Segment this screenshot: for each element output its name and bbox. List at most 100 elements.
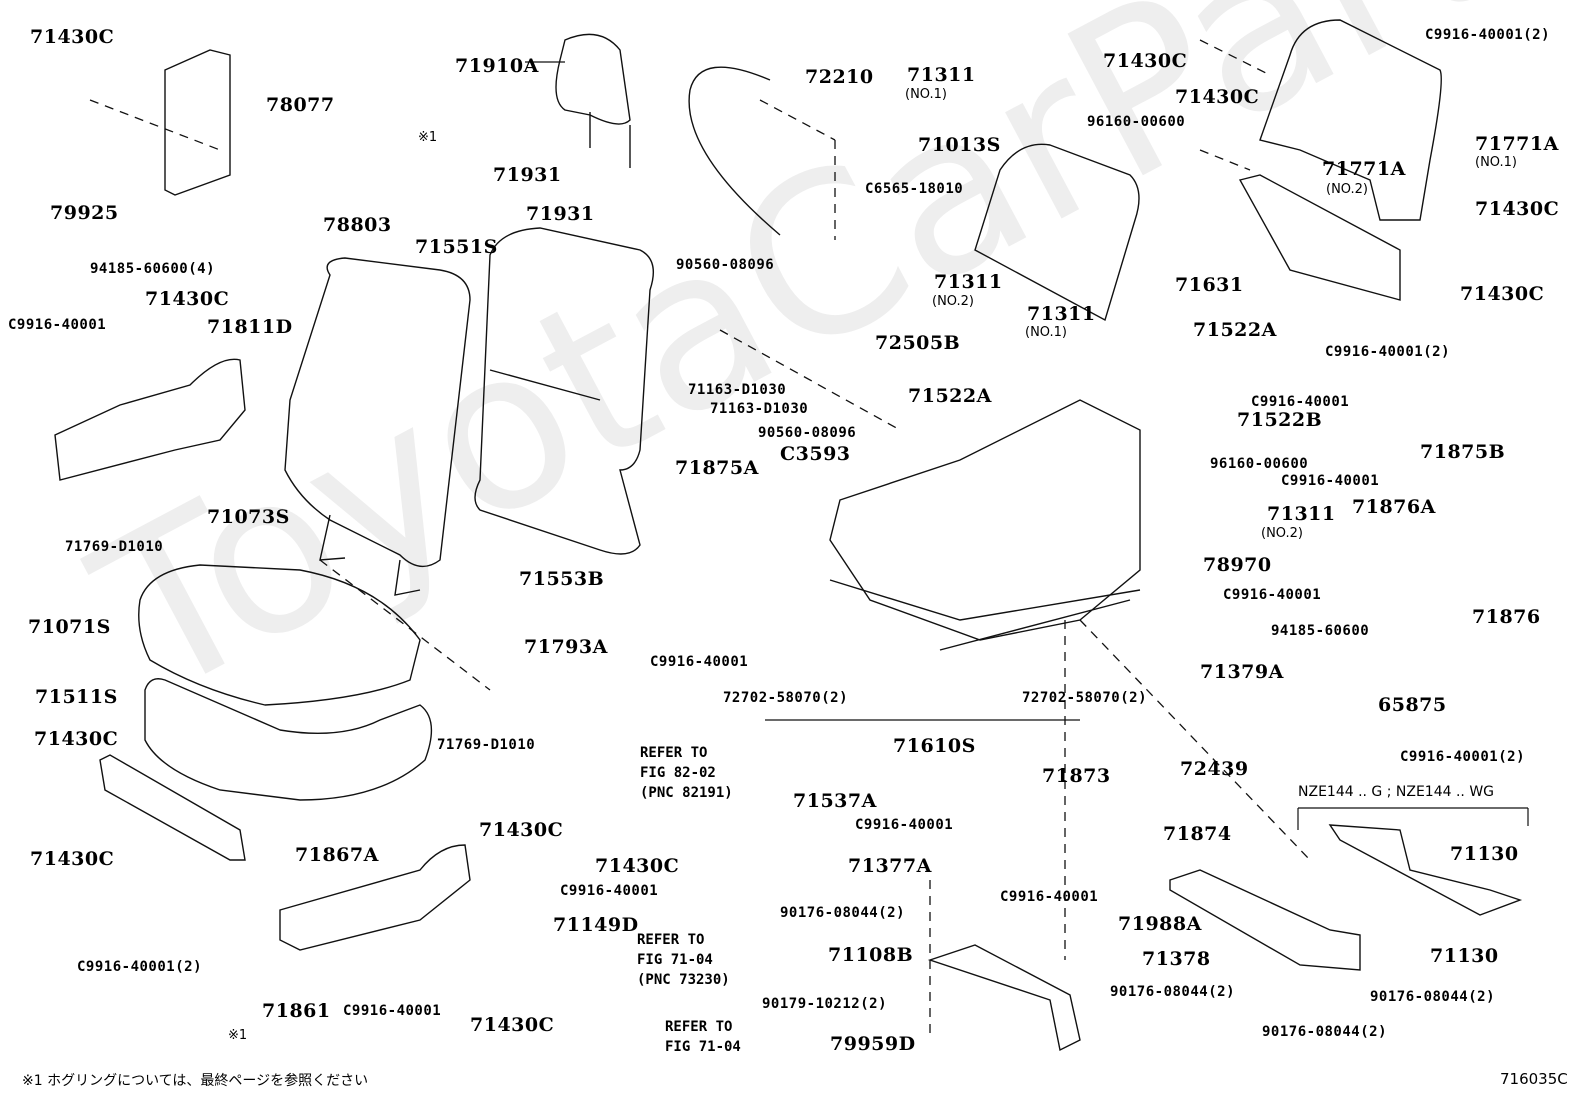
headrest-drawing[interactable] [525,33,631,168]
part-label[interactable]: 71108B [828,944,914,966]
part-label[interactable]: 90179-10212(2) [762,996,888,1012]
part-label[interactable]: 71378 [1142,948,1211,970]
part-label[interactable]: 71430C [1475,198,1560,220]
part-label[interactable]: C9916-40001 [8,317,107,333]
part-label[interactable]: 94185-60600(4) [90,261,216,277]
part-label[interactable]: 71430C [1175,86,1260,108]
part-label[interactable]: 90560-08096 [676,257,775,273]
part-label[interactable]: C9916-40001(2) [1325,344,1451,360]
part-label[interactable]: 71553B [519,568,605,590]
part-label[interactable]: 71430C [1460,283,1545,305]
part-label[interactable]: 71522A [1193,319,1277,341]
part-label[interactable]: C9916-40001(2) [77,959,203,975]
seat-cushion-pad-drawing[interactable] [144,678,433,801]
part-label[interactable]: C9916-40001 [855,817,954,833]
part-label[interactable]: C6565-18010 [865,181,964,197]
part-label[interactable]: 65875 [1378,694,1447,716]
part-label[interactable]: 90176-08044(2) [780,905,906,921]
part-label[interactable]: 71071S [28,616,111,638]
part-label[interactable]: C9916-40001 [1223,587,1322,603]
part-label[interactable]: 71769-D1010 [65,539,164,555]
part-label[interactable]: C9916-40001 [1281,473,1380,489]
part-label[interactable]: 72210 [805,66,874,88]
rail-71130-lower-drawing[interactable] [1169,869,1361,971]
part-label[interactable]: 71430C [479,819,564,841]
part-label[interactable]: 79959D [830,1033,916,1055]
part-label[interactable]: 71771A [1322,158,1406,180]
front-cover-71867a-drawing[interactable] [99,754,246,861]
part-label[interactable]: C3593 [780,443,851,465]
part-label[interactable]: 71861 [262,1000,331,1022]
part-label[interactable]: 71867A [295,844,379,866]
part-label[interactable]: 71013S [918,134,1001,156]
part-label[interactable]: 96160-00600 [1210,456,1309,472]
part-label[interactable]: 71377A [848,855,932,877]
part-label[interactable]: 71430C [145,288,230,310]
part-label[interactable]: 71511S [35,686,118,708]
part-label[interactable]: 71430C [595,855,680,877]
part-label[interactable]: 71875B [1420,441,1506,463]
part-label[interactable]: 90176-08044(2) [1262,1024,1388,1040]
rail-71130-upper-drawing[interactable] [1328,824,1523,916]
part-label[interactable]: C9916-40001(2) [1425,27,1551,43]
seat-cushion-drawing[interactable] [138,564,421,706]
part-label[interactable]: 71311 [1267,503,1336,525]
part-label[interactable]: C9916-40001 [1251,394,1350,410]
part-label[interactable]: 71379A [1200,661,1284,683]
part-label[interactable]: 72439 [1180,758,1249,780]
part-label[interactable]: 71876A [1352,496,1436,518]
part-label[interactable]: 71311 [907,64,976,86]
part-label[interactable]: 71311 [1027,303,1096,325]
part-label[interactable]: 72505B [875,332,961,354]
part-label[interactable]: 90176-08044(2) [1370,989,1496,1005]
part-label[interactable]: C9916-40001(2) [1400,749,1526,765]
part-label[interactable]: 71130 [1450,843,1519,865]
part-label[interactable]: 71430C [30,26,115,48]
part-label[interactable]: 79925 [50,202,119,224]
part-label[interactable]: 71793A [524,636,608,658]
part-label[interactable]: 90560-08096 [758,425,857,441]
seat-back-frame-drawing[interactable] [284,257,471,596]
part-label[interactable]: 71522A [908,385,992,407]
reference-note[interactable]: REFER TO FIG 71-04 (PNC 73230) [637,932,730,988]
part-label[interactable]: 96160-00600 [1087,114,1186,130]
part-label[interactable]: 71931 [526,203,595,225]
part-label[interactable]: 71149D [553,914,639,936]
part-label[interactable]: 71874 [1163,823,1232,845]
part-label[interactable]: 90176-08044(2) [1110,984,1236,1000]
seat-back-cover-drawing[interactable] [474,227,654,555]
part-label[interactable]: 71522B [1237,409,1323,431]
cable-drawing[interactable] [688,66,781,236]
part-label[interactable]: 71130 [1430,945,1499,967]
part-label[interactable]: C9916-40001 [650,654,749,670]
part-label[interactable]: 71811D [207,316,293,338]
part-label[interactable]: 71910A [455,55,539,77]
part-label[interactable]: 71073S [207,506,290,528]
part-label[interactable]: 78970 [1203,554,1272,576]
part-label[interactable]: 72702-58070(2) [723,690,849,706]
part-label[interactable]: 71988A [1118,913,1202,935]
part-label[interactable]: 94185-60600 [1271,623,1370,639]
part-label[interactable]: 71430C [1103,50,1188,72]
part-label[interactable]: C9916-40001 [1000,889,1099,905]
part-label[interactable]: 71430C [470,1014,555,1036]
seatback-frame-71013s-drawing[interactable] [974,143,1140,322]
part-label[interactable]: 71311 [934,271,1003,293]
part-label[interactable]: 71769-D1010 [437,737,536,753]
part-label[interactable]: 72702-58070(2) [1022,690,1148,706]
side-cover-71861-drawing[interactable] [279,844,471,951]
reference-note[interactable]: REFER TO FIG 82-02 (PNC 82191) [640,745,733,801]
part-label[interactable]: 71551S [415,236,498,258]
part-label[interactable]: C9916-40001 [560,883,659,899]
part-label[interactable]: 71163-D1030 [710,401,809,417]
back-board-drawing[interactable] [1238,19,1442,301]
part-label[interactable]: 71876 [1472,606,1541,628]
reference-note[interactable]: REFER TO FIG 71-04 [665,1019,741,1055]
part-label[interactable]: 78077 [266,94,335,116]
side-cover-71811d-drawing[interactable] [54,358,246,481]
part-label[interactable]: C9916-40001 [343,1003,442,1019]
part-label[interactable]: 71875A [675,457,759,479]
bracket-71108b-drawing[interactable] [927,944,1081,1052]
part-label[interactable]: 71163-D1030 [688,382,787,398]
seat-frame-drawing[interactable] [829,399,1141,651]
